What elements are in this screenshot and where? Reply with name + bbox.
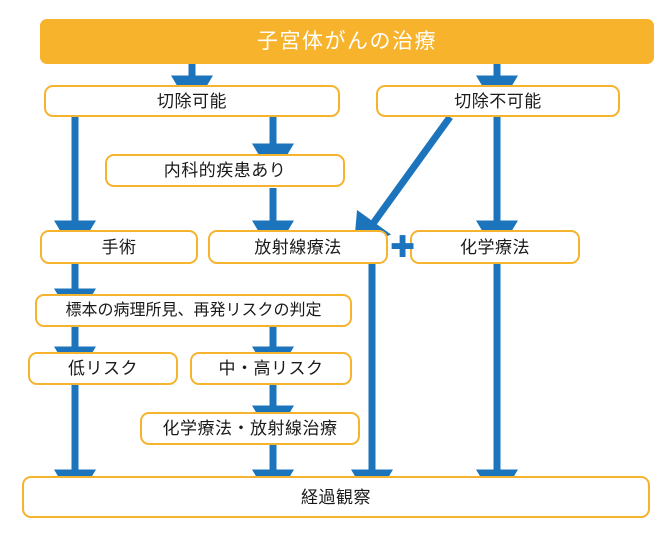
node-chemo-radio: 化学療法・放射線治療	[140, 412, 360, 445]
node-surgery: 手術	[40, 230, 198, 264]
arrow-unresectable-to-radiotherapy	[353, 114, 453, 251]
plus-icon: ✚	[390, 230, 416, 265]
node-resectable: 切除可能	[44, 85, 340, 117]
node-radiotherapy: 放射線療法	[208, 230, 388, 264]
node-pathology: 標本の病理所見、再発リスクの判定	[35, 294, 352, 327]
node-title: 子宮体がんの治療	[40, 19, 654, 64]
node-mid-high-risk: 中・高リスク	[190, 352, 352, 385]
node-low-risk: 低リスク	[28, 352, 178, 385]
node-unresectable: 切除不可能	[376, 85, 620, 117]
node-follow-up: 経過観察	[22, 476, 650, 518]
node-chemotherapy: 化学療法	[410, 230, 580, 264]
node-comorbidity: 内科的疾患あり	[105, 154, 345, 187]
